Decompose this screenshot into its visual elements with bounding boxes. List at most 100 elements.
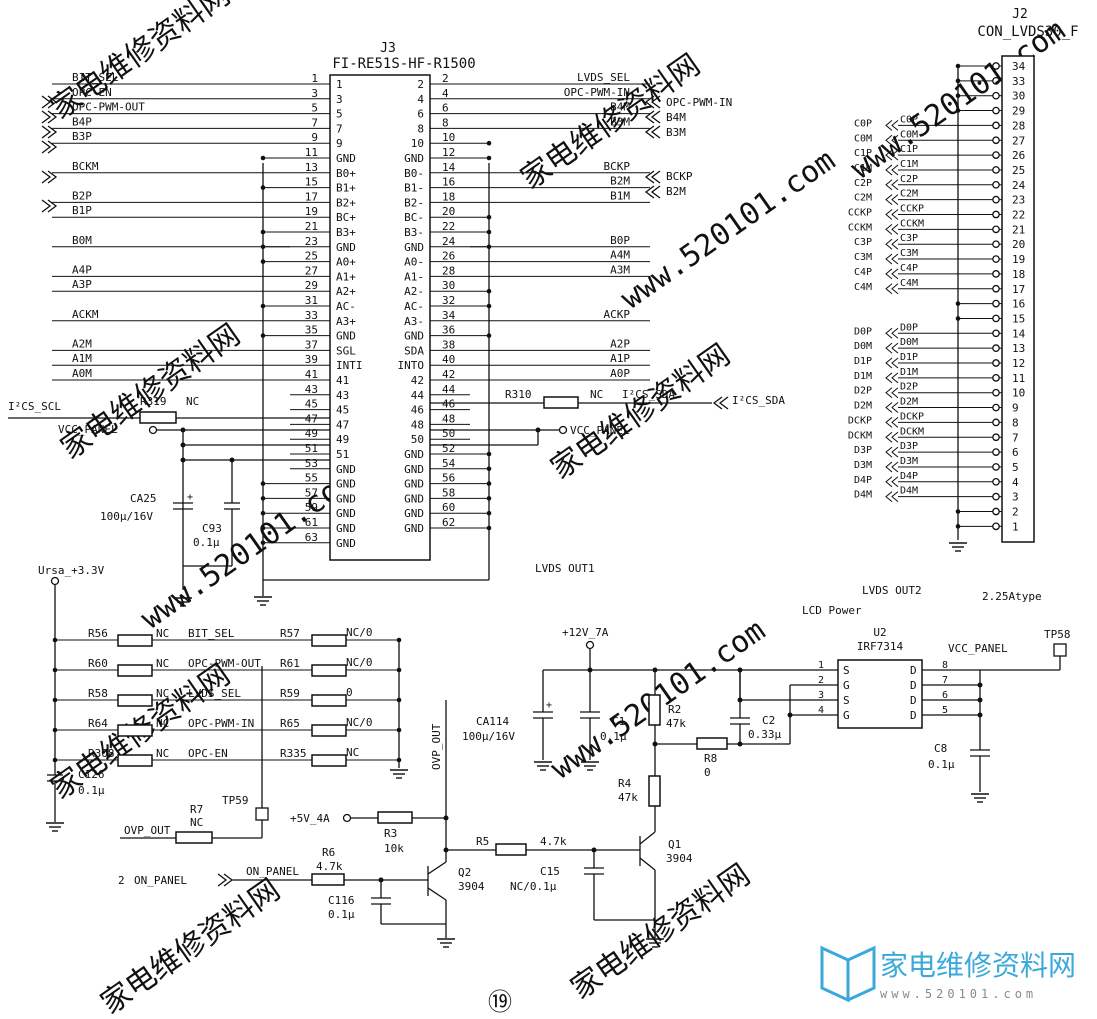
u2-left-pin-number: 1 [818, 660, 824, 671]
bank-right-resistor [311, 724, 347, 737]
junction [260, 525, 266, 531]
junction [260, 540, 266, 546]
j3-pin-name: INTI [336, 359, 363, 372]
j3-pin-number: 40 [442, 353, 455, 366]
j2-pin-socket [992, 166, 1000, 174]
j2-pin-number: 33 [1012, 75, 1025, 88]
j2-port-arrow [885, 491, 899, 503]
j2-pin-socket [992, 403, 1000, 412]
j3-pin-name: B1- [404, 182, 424, 195]
j2-port-arrow [885, 179, 899, 191]
j3-pin-name: A2+ [336, 285, 356, 298]
on-panel-port: ON_PANEL [134, 874, 187, 887]
j3-signal-label: BCKM [72, 160, 99, 173]
j2-inner-label: D3P [900, 441, 918, 452]
c126-ref: C126 [78, 768, 105, 781]
j3-pin-number: 62 [442, 516, 455, 529]
j3-pin-name: B2- [404, 196, 424, 209]
bank-right-ref: R57 [280, 627, 300, 640]
j3-signal-label: OPC-PWM-IN [564, 86, 630, 99]
j2-pin-socket [992, 492, 1000, 501]
j2-pin-socket [992, 359, 1000, 367]
junction [52, 667, 58, 673]
watermark-cn: 家电维修资料网 [95, 872, 287, 1019]
j2-pin-number: 34 [1012, 60, 1026, 73]
j3-pin-name: A0+ [336, 256, 356, 269]
j2-pin-number: 6 [1012, 446, 1019, 459]
j3-pin-name: 9 [336, 137, 343, 150]
j3-pin-number: 21 [305, 220, 318, 233]
junction [260, 481, 266, 486]
ovp-out-vertical: OVP_OUT [430, 723, 443, 770]
j2-inner-label: C2P [900, 174, 918, 185]
ovp-section: OVP_OUT R7 NC TP59 OVP_OUT [120, 666, 447, 850]
ground-symbol [253, 596, 273, 606]
j2-outer-label: D3P [854, 445, 872, 456]
j3-pin-number: 27 [305, 264, 318, 277]
j3-pin-name: GND [404, 448, 424, 461]
j3-pin-name: GND [404, 463, 424, 476]
j3-pin-name: 44 [411, 389, 425, 402]
bank-right-val: NC/0 [346, 626, 373, 639]
vcc-panel-left: VCC_PANEL [58, 423, 118, 436]
watermark-cn: 家电维修资料网 [565, 857, 757, 1006]
j3-pin-number: 41 [305, 368, 318, 381]
c15-val: NC/0.1μ [510, 880, 557, 893]
j2-pin-socket [992, 373, 1000, 382]
j2-pins: 3433302928C0PC0P27C0MC0M26C1PC1P25C1MC1M… [848, 60, 1026, 533]
c2-val: 0.33μ [748, 728, 781, 741]
j3-pin-name: 41 [336, 374, 349, 387]
j2-outer-label: D2P [854, 386, 872, 397]
j2-pin-socket [992, 448, 1000, 456]
j3-pin-number: 16 [442, 176, 455, 189]
j3-signal-label: B3P [72, 130, 92, 143]
j3-signal-label: B4P [72, 115, 92, 128]
j3-pin-name: GND [336, 330, 356, 343]
j2-outer-label: C3M [854, 252, 872, 263]
j3-signal-label: A0M [72, 367, 92, 380]
j2-outer-label: C0M [854, 133, 872, 144]
j2-outer-label: D0M [854, 341, 872, 352]
q2-val: 3904 [458, 880, 485, 893]
j2-pin-socket [992, 284, 1000, 293]
j2-port-arrow [885, 327, 899, 339]
j3-signal-label: ACKM [72, 308, 99, 321]
j3-pin-number: 44 [442, 383, 456, 396]
j3-pin-number: 28 [442, 264, 455, 277]
junction [486, 140, 492, 146]
j2-ref: J2 [1012, 7, 1028, 22]
bank-left-resistor [117, 724, 153, 737]
bank-right-ref: R61 [280, 657, 300, 670]
j2-port-arrow [885, 357, 899, 369]
j3-pin-number: 18 [442, 190, 455, 203]
logo-url: www.520101.com [880, 987, 1037, 1001]
j3-pin-name: 46 [411, 404, 424, 417]
j3-pin-name: A0- [404, 256, 424, 269]
u2-right-pin-name: D [910, 664, 917, 677]
j2-pin-socket [992, 136, 1000, 145]
j2-pin-number: 14 [1012, 327, 1026, 340]
r2-val: 47k [666, 717, 686, 730]
vcc-panel-right: VCC_PANEL [570, 424, 630, 437]
j3-pin-number: 24 [442, 235, 456, 248]
j3-signal-label: A0P [610, 367, 630, 380]
j2-inner-label: CCKP [900, 204, 924, 215]
j3-pin-number: 20 [442, 205, 455, 218]
r2-ref: R2 [668, 703, 681, 716]
j3-pin-name: B2+ [336, 196, 356, 209]
j2-outer-label: C1M [854, 163, 872, 174]
j2-port-arrow [885, 387, 899, 399]
j3-pin-number: 2 [442, 72, 449, 85]
j2-pin-number: 2 [1012, 506, 1019, 519]
j2-pin-socket [992, 418, 1000, 427]
vcc-panel-out: VCC_PANEL [948, 642, 1008, 655]
j3-pin-number: 5 [311, 102, 318, 115]
site-logo: 家电维修资料网 www.520101.com [820, 945, 1076, 1003]
r5-val: 4.7k [540, 835, 567, 848]
j2-outer-label: DCKP [848, 415, 872, 426]
j3-signal-label: BIT_SEL [72, 71, 119, 84]
j2-pin-number: 15 [1012, 312, 1025, 325]
j3-pin-name: GND [336, 492, 356, 505]
